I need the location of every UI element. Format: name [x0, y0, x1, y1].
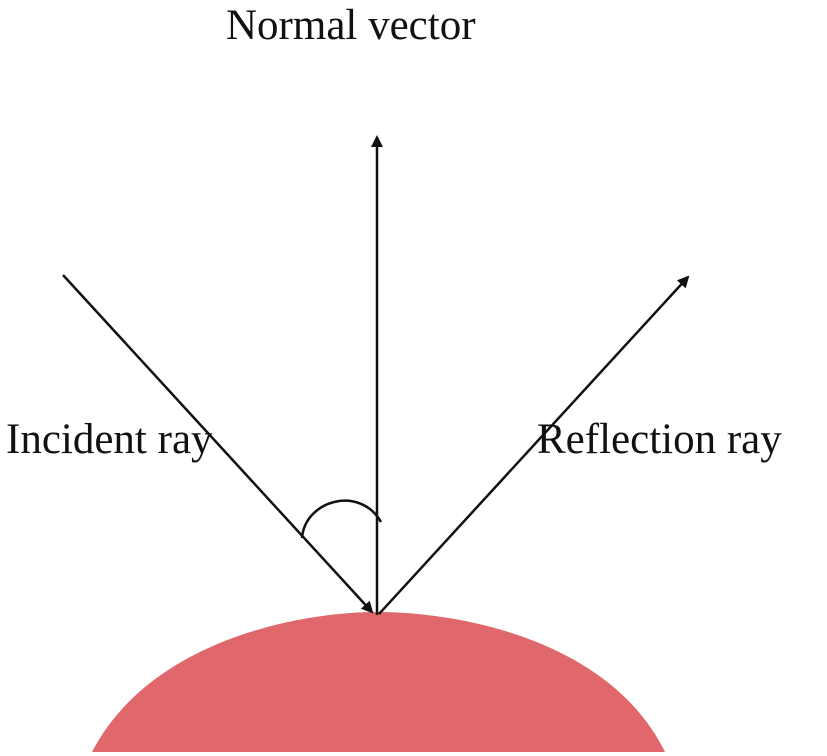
incident-ray-label: Incident ray: [6, 416, 213, 463]
reflection-ray-label: Reflection ray: [537, 416, 782, 463]
reflecting-surface: [92, 612, 665, 752]
incident-ray-arrow: [62, 274, 374, 614]
reflection-ray-arrow: [378, 275, 690, 615]
normal-vector-label: Normal vector: [226, 2, 476, 49]
incidence-angle-arc: [300, 499, 383, 539]
